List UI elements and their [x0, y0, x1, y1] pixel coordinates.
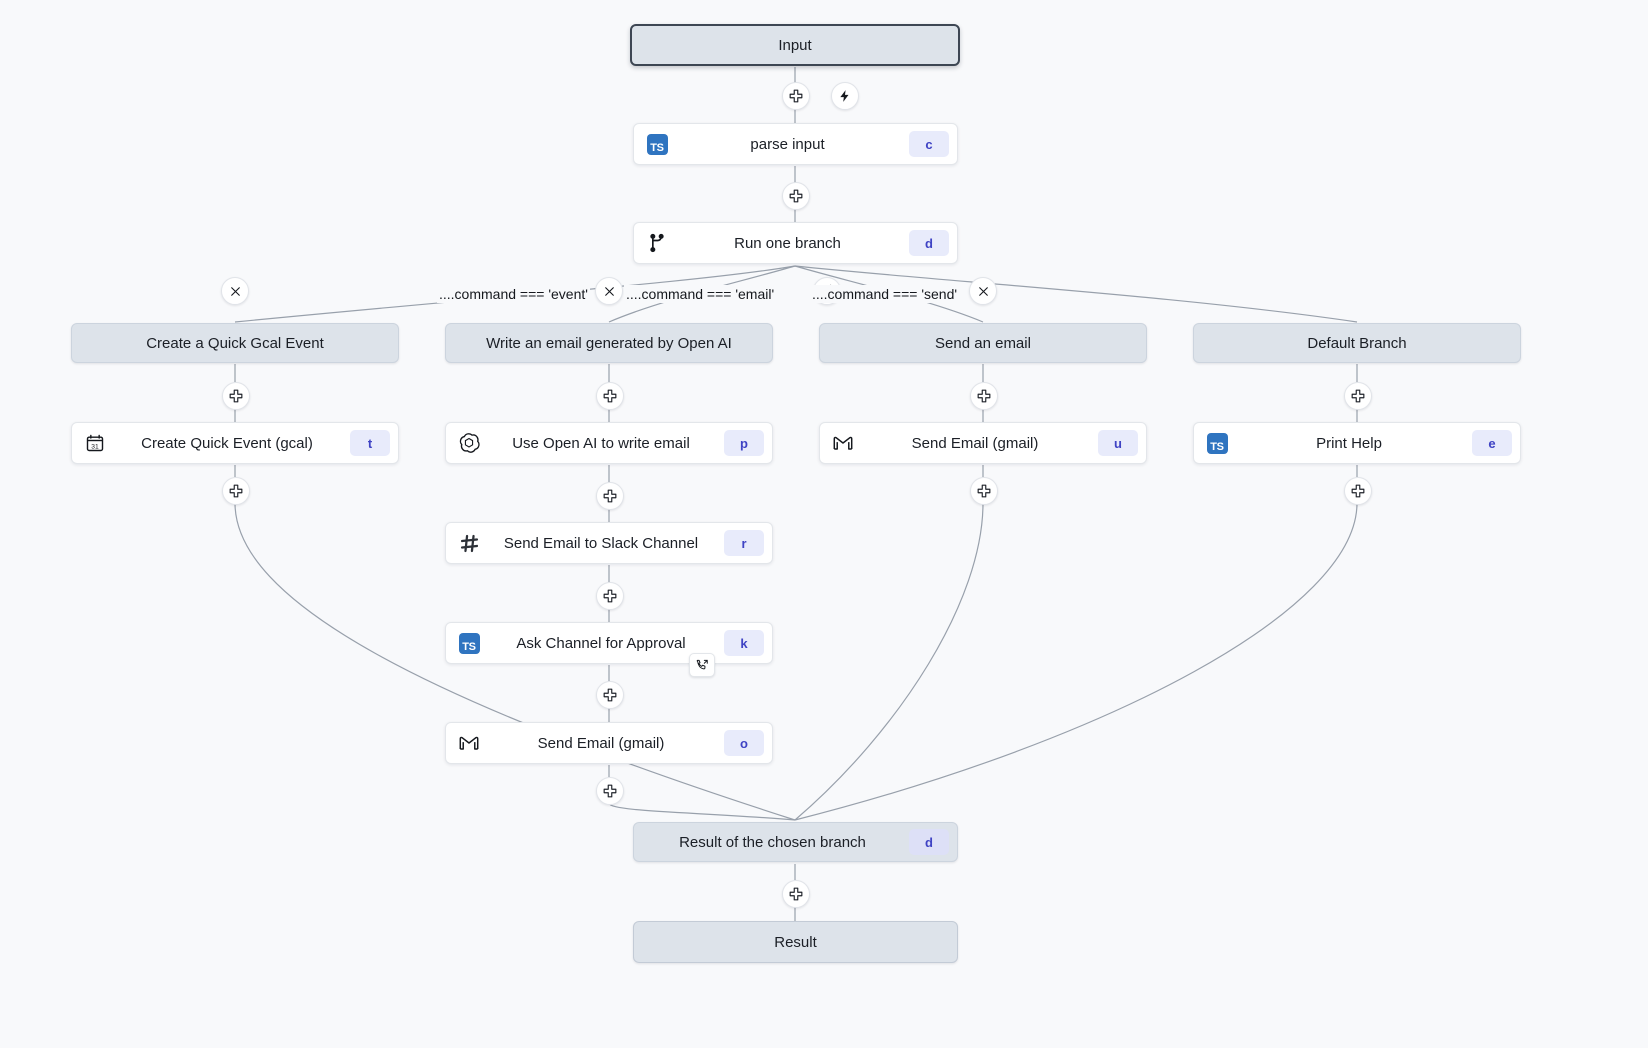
- step-send-email-gmail-b3-shortcut[interactable]: u: [1098, 430, 1138, 456]
- step-run-one-branch[interactable]: Run one branch d: [633, 222, 958, 264]
- branch-header-3[interactable]: Send an email: [819, 323, 1147, 363]
- add-step-button-after-slack[interactable]: [596, 582, 624, 610]
- step-send-email-slack-label: Send Email to Slack Channel: [503, 534, 699, 552]
- branch-header-1[interactable]: Create a Quick Gcal Event: [71, 323, 399, 363]
- slack-hash-icon: [454, 528, 484, 558]
- result-of-chosen-branch-label: Result of the chosen branch: [679, 833, 866, 851]
- suspend-callback-icon: [696, 659, 708, 670]
- branch-icon: [642, 228, 672, 258]
- step-send-email-slack[interactable]: Send Email to Slack Channel r: [445, 522, 773, 564]
- plus-icon: [789, 887, 803, 901]
- branch-condition-2: ....command === 'email': [624, 285, 777, 303]
- plus-icon: [789, 89, 803, 103]
- typescript-icon: TS: [1202, 428, 1232, 458]
- suspend-callback-badge[interactable]: [689, 653, 715, 677]
- step-create-quick-event-label: Create Quick Event (gcal): [141, 434, 313, 452]
- step-use-openai-shortcut[interactable]: p: [724, 430, 764, 456]
- result-of-chosen-branch[interactable]: Result of the chosen branch d: [633, 822, 958, 862]
- gmail-icon: [454, 728, 484, 758]
- add-step-button-branch-1[interactable]: [222, 382, 250, 410]
- add-step-button-branch-3[interactable]: [970, 382, 998, 410]
- plus-icon: [1351, 484, 1365, 498]
- result-node-label: Result: [774, 933, 817, 951]
- branch-header-3-label: Send an email: [935, 334, 1031, 352]
- branch-condition-3: ....command === 'send': [810, 285, 960, 303]
- step-send-email-gmail-b3[interactable]: Send Email (gmail) u: [819, 422, 1147, 464]
- typescript-icon: TS: [454, 628, 484, 658]
- result-node[interactable]: Result: [633, 921, 958, 963]
- add-step-button-after-create-quick-event[interactable]: [222, 477, 250, 505]
- step-run-one-branch-label: Run one branch: [734, 234, 841, 252]
- plus-icon: [789, 189, 803, 203]
- plus-icon: [229, 389, 243, 403]
- plus-icon: [603, 688, 617, 702]
- add-step-button-parse-input[interactable]: [782, 182, 810, 210]
- branch-header-1-label: Create a Quick Gcal Event: [146, 334, 324, 352]
- input-node-label: Input: [778, 36, 812, 54]
- step-run-one-branch-shortcut[interactable]: d: [909, 230, 949, 256]
- add-step-button-branch-2[interactable]: [596, 382, 624, 410]
- branch-header-default-label: Default Branch: [1307, 334, 1407, 352]
- plus-icon: [977, 389, 991, 403]
- typescript-icon: TS: [642, 129, 672, 159]
- input-node[interactable]: Input: [630, 24, 960, 66]
- result-of-chosen-branch-shortcut[interactable]: d: [909, 829, 949, 855]
- add-step-button-after-gmail-b3[interactable]: [970, 477, 998, 505]
- step-ask-channel-approval-label: Ask Channel for Approval: [516, 634, 686, 652]
- add-step-button-input[interactable]: [782, 82, 810, 110]
- gmail-icon: [828, 428, 858, 458]
- add-step-button-after-result-branch[interactable]: [782, 880, 810, 908]
- remove-branch-button-2[interactable]: [595, 277, 623, 305]
- step-parse-input[interactable]: TS parse input c: [633, 123, 958, 165]
- lightning-icon: [840, 90, 849, 102]
- openai-icon: [454, 428, 484, 458]
- step-send-email-gmail-b2-label: Send Email (gmail): [537, 734, 665, 752]
- svg-text:31: 31: [91, 443, 99, 450]
- step-send-email-gmail-b2-shortcut[interactable]: o: [724, 730, 764, 756]
- plus-icon: [603, 389, 617, 403]
- step-use-openai[interactable]: Use Open AI to write email p: [445, 422, 773, 464]
- step-send-email-slack-shortcut[interactable]: r: [724, 530, 764, 556]
- plus-icon: [1351, 389, 1365, 403]
- step-ask-channel-approval-shortcut[interactable]: k: [724, 630, 764, 656]
- step-print-help[interactable]: TS Print Help e: [1193, 422, 1521, 464]
- branch-header-2[interactable]: Write an email generated by Open AI: [445, 323, 773, 363]
- step-parse-input-label: parse input: [750, 135, 825, 153]
- plus-icon: [603, 489, 617, 503]
- add-step-button-after-gmail-b2[interactable]: [596, 777, 624, 805]
- step-print-help-shortcut[interactable]: e: [1472, 430, 1512, 456]
- step-create-quick-event[interactable]: 31 Create Quick Event (gcal) t: [71, 422, 399, 464]
- step-create-quick-event-shortcut[interactable]: t: [350, 430, 390, 456]
- step-ask-channel-approval[interactable]: TS Ask Channel for Approval k: [445, 622, 773, 664]
- plus-icon: [229, 484, 243, 498]
- add-step-button-branch-default[interactable]: [1344, 382, 1372, 410]
- step-use-openai-label: Use Open AI to write email: [512, 434, 690, 452]
- step-send-email-gmail-b3-label: Send Email (gmail): [911, 434, 1039, 452]
- remove-branch-button-1[interactable]: [221, 277, 249, 305]
- step-parse-input-shortcut[interactable]: c: [909, 131, 949, 157]
- close-icon: [230, 286, 240, 296]
- add-step-button-after-print-help[interactable]: [1344, 477, 1372, 505]
- plus-icon: [977, 484, 991, 498]
- trigger-button[interactable]: [831, 82, 859, 110]
- calendar-icon: 31: [80, 428, 110, 458]
- add-step-button-after-use-openai[interactable]: [596, 482, 624, 510]
- remove-branch-button-3[interactable]: [969, 277, 997, 305]
- branch-condition-1: ....command === 'event': [437, 285, 590, 303]
- close-icon: [978, 286, 988, 296]
- step-send-email-gmail-b2[interactable]: Send Email (gmail) o: [445, 722, 773, 764]
- close-icon: [604, 286, 614, 296]
- add-step-button-after-approval[interactable]: [596, 681, 624, 709]
- plus-icon: [603, 784, 617, 798]
- plus-icon: [603, 589, 617, 603]
- step-print-help-label: Print Help: [1316, 434, 1382, 452]
- branch-header-2-label: Write an email generated by Open AI: [486, 334, 732, 352]
- branch-header-default[interactable]: Default Branch: [1193, 323, 1521, 363]
